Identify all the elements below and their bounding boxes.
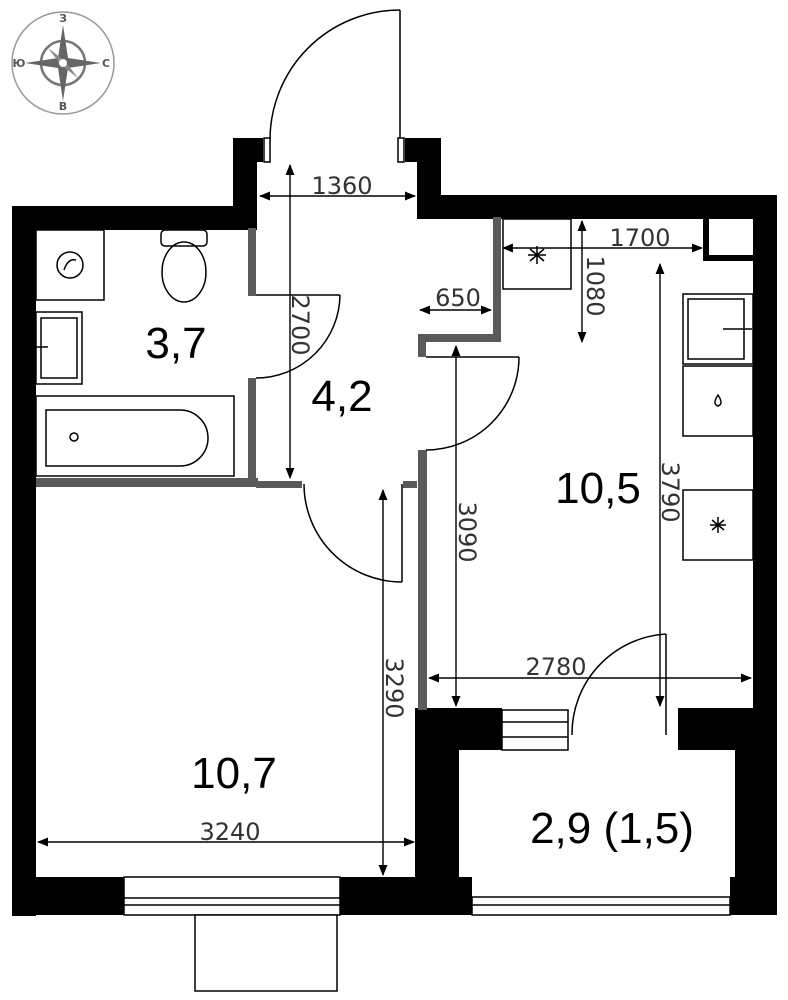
room-door: [303, 483, 403, 583]
bathroom-door: [255, 294, 341, 379]
washbasin-icon: [35, 311, 83, 385]
compass-top-label: З: [59, 12, 67, 25]
washing-machine-icon: [35, 229, 105, 301]
room-area-bathroom: 3,7: [145, 319, 206, 368]
toilet-icon: [160, 229, 208, 303]
room-area-living: 10,7: [191, 749, 277, 798]
kitchen-sink-icon: [682, 293, 754, 437]
dim-hall-depth: 2700: [286, 294, 314, 355]
dim-niche: 650: [435, 284, 481, 312]
balcony-window: [471, 896, 731, 916]
dim-kitchen-right: 3790: [656, 461, 684, 522]
compass-right-label: С: [102, 57, 110, 70]
dim-hall-width: 1360: [311, 172, 372, 200]
entrance-door: [263, 9, 405, 163]
room-area-balcony: 2,9 (1,5): [530, 804, 694, 853]
dim-living-width: 3240: [199, 818, 260, 846]
kitchen-door: [425, 356, 520, 451]
dim-kitchen-width: 2780: [525, 653, 586, 681]
balcony-door: [501, 633, 667, 751]
room-area-hallway: 4,2: [311, 372, 372, 421]
dimension-lines: [36, 163, 753, 877]
room-area-kitchen: 10,5: [555, 464, 641, 513]
dim-kitchen-left: 3090: [453, 501, 481, 562]
compass-icon: З Ю С В: [11, 11, 115, 115]
stove-icon: [682, 489, 754, 561]
exterior-walls: [12, 138, 777, 916]
bathtub-icon: [35, 395, 235, 477]
dim-kitchen-top: 1700: [609, 224, 670, 252]
compass-left-label: Ю: [13, 57, 26, 70]
ventilation-shaft-icon: [502, 218, 572, 290]
living-window: [123, 876, 341, 992]
interior-partitions: [36, 217, 501, 710]
dim-living-height: 3290: [380, 657, 408, 718]
compass-bottom-label: В: [59, 100, 67, 113]
dim-kitchen-vent: 1080: [581, 255, 609, 316]
